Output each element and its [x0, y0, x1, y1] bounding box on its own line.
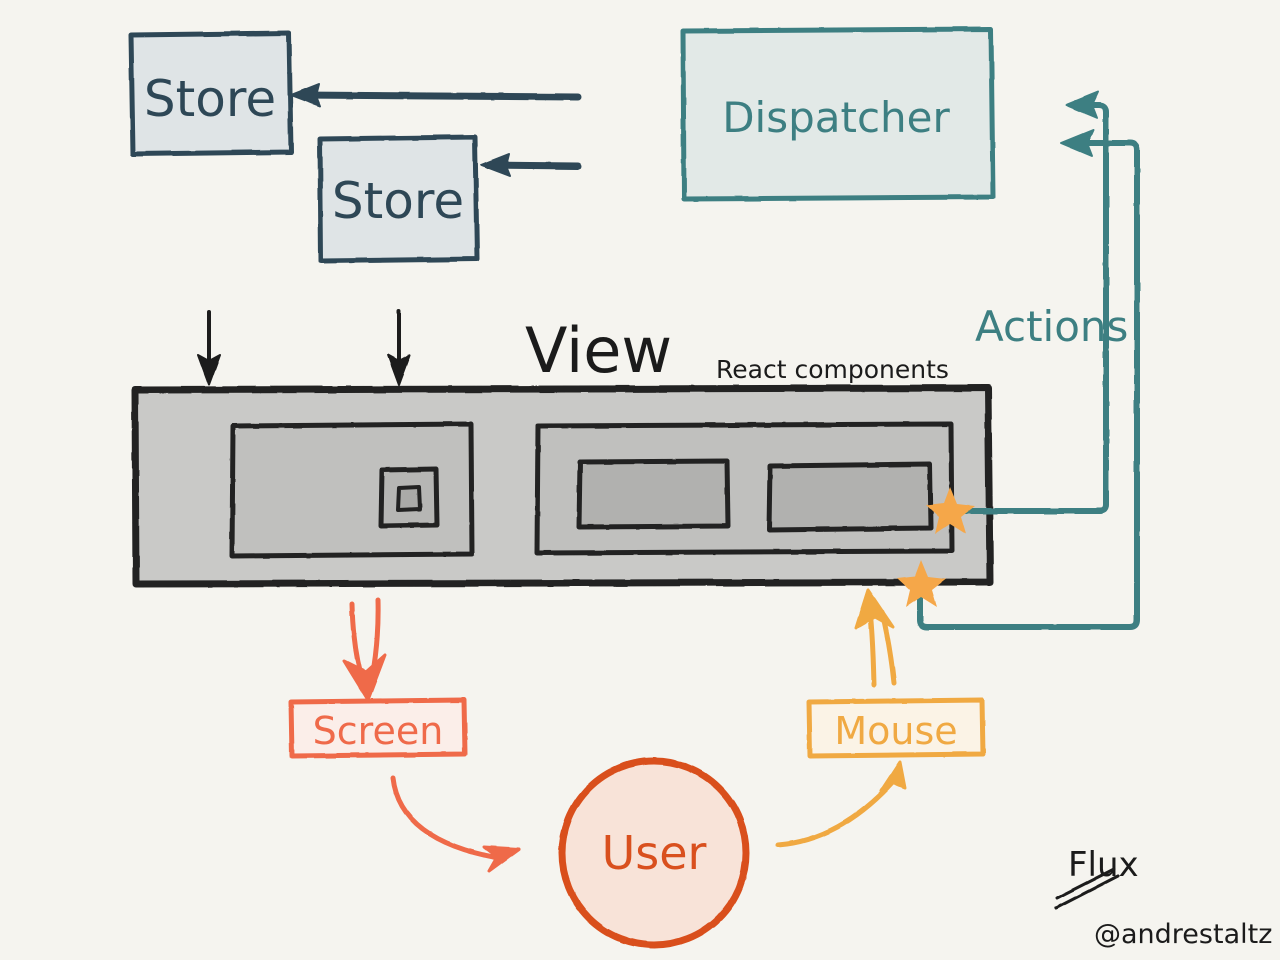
user-circle: [558, 757, 750, 949]
edge-mouse-to-view: [854, 588, 897, 688]
author-handle: @andrestaltz: [1094, 919, 1272, 950]
edge-dispatcher-to-store-bottom: [480, 153, 582, 177]
view-right-box-b-shape: [766, 461, 934, 533]
view-left-innermost[interactable]: [396, 485, 422, 512]
node-screen[interactable]: [288, 697, 468, 759]
user-label: User: [602, 826, 707, 880]
view-label: View: [525, 314, 672, 387]
flux-underline: [1054, 867, 1120, 910]
mouse-box: [806, 697, 986, 759]
edge-actions-upper: [949, 91, 1109, 514]
dispatcher-label: Dispatcher: [722, 93, 950, 142]
store-bottom-label: Store: [332, 172, 464, 230]
edge-screen-to-user: [390, 775, 521, 873]
react-components-label: React components: [716, 355, 949, 384]
node-store-bottom[interactable]: [317, 134, 480, 264]
edge-view-to-screen: [342, 597, 387, 702]
flux-title: Flux: [1068, 845, 1139, 885]
star-lower-icon: [897, 560, 946, 607]
edge-store-bottom-to-view: [387, 309, 411, 386]
dispatcher-box: [680, 26, 996, 202]
screen-box: [288, 697, 468, 759]
edge-user-to-mouse: [775, 760, 907, 848]
edge-store-top-to-view: [197, 310, 221, 386]
node-user[interactable]: [558, 757, 750, 949]
actions-label: Actions: [975, 302, 1128, 351]
star-upper-icon: [926, 487, 975, 534]
store-top-label: Store: [144, 70, 276, 128]
node-mouse[interactable]: [806, 697, 986, 759]
node-store-top[interactable]: [128, 30, 294, 157]
store-bottom-box: [317, 134, 480, 264]
edge-dispatcher-to-store-top: [290, 83, 582, 107]
node-dispatcher[interactable]: [680, 26, 996, 202]
view-right-box-a-shape: [576, 458, 731, 530]
mouse-label: Mouse: [834, 709, 957, 753]
view-right-box-a[interactable]: [576, 458, 731, 530]
screen-label: Screen: [313, 709, 444, 753]
store-top-box: [128, 30, 294, 157]
view-left-innermost-box: [396, 485, 422, 512]
view-right-box-b[interactable]: [766, 461, 934, 533]
